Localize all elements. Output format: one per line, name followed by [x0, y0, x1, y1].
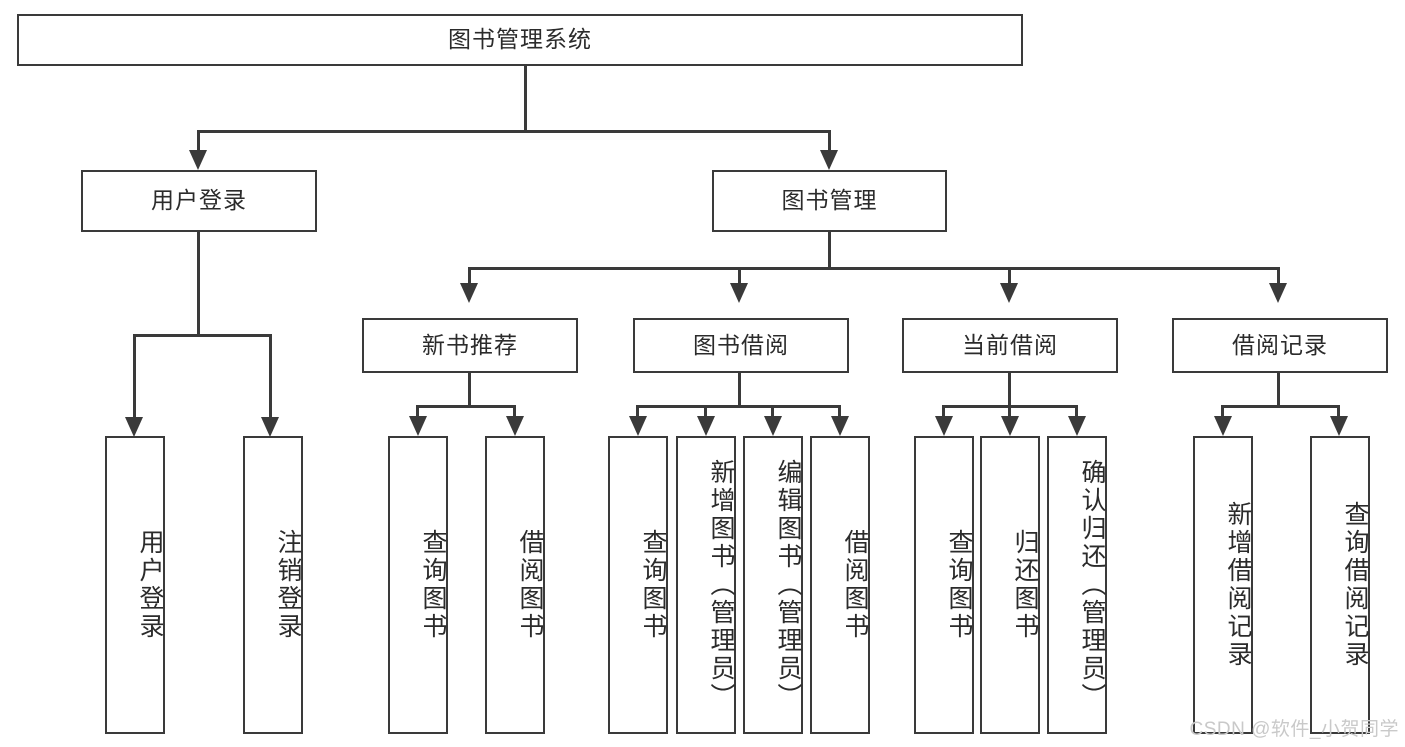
node-label: 确认归还（管理员）	[1078, 459, 1106, 711]
node-book-management-system[interactable]: 图书管理系统	[17, 14, 1023, 66]
node-label: 图书借阅	[693, 331, 789, 358]
node-label: 编辑图书（管理员）	[774, 459, 802, 711]
edge-book-manage-bar	[468, 267, 1280, 270]
edge-to-user-login	[197, 130, 200, 151]
edge-cb-stem	[1008, 373, 1011, 407]
node-leaf-borrow-book-2[interactable]: 借阅图书	[810, 436, 870, 734]
node-label: 查询图书	[945, 529, 973, 641]
edge-nbr-drop-2	[513, 405, 516, 419]
arrow-to-user-login	[189, 150, 207, 170]
edge-br-stem	[1277, 373, 1280, 407]
node-label: 当前借阅	[962, 331, 1058, 358]
arrow-leaf-return-book	[1001, 416, 1019, 436]
node-label: 新增图书（管理员）	[707, 459, 735, 711]
node-leaf-return-book[interactable]: 归还图书	[980, 436, 1040, 734]
node-leaf-borrow-book-1[interactable]: 借阅图书	[485, 436, 545, 734]
node-label: 归还图书	[1011, 529, 1039, 641]
node-leaf-add-book[interactable]: 新增图书（管理员）	[676, 436, 736, 734]
arrow-leaf-query-book-1	[409, 416, 427, 436]
node-leaf-edit-book[interactable]: 编辑图书（管理员）	[743, 436, 803, 734]
node-label: 查询图书	[419, 529, 447, 641]
arrow-leaf-borrow-book-1	[506, 416, 524, 436]
node-leaf-confirm-return[interactable]: 确认归还（管理员）	[1047, 436, 1107, 734]
node-leaf-query-book-2[interactable]: 查询图书	[608, 436, 668, 734]
edge-bb-drop-1	[636, 405, 639, 419]
edge-user-login-drop-1	[133, 334, 136, 419]
node-label: 用户登录	[151, 187, 247, 214]
edge-cb-drop-3	[1075, 405, 1078, 419]
node-label: 查询借阅记录	[1341, 501, 1369, 669]
arrow-leaf-user-logout	[261, 417, 279, 437]
arrow-leaf-user-login	[125, 417, 143, 437]
node-current-borrow[interactable]: 当前借阅	[902, 318, 1118, 373]
edge-user-login-drop-2	[269, 334, 272, 419]
edge-user-login-bar	[133, 334, 272, 337]
node-new-book-recommend[interactable]: 新书推荐	[362, 318, 578, 373]
arrow-leaf-query-book-3	[935, 416, 953, 436]
node-leaf-user-login[interactable]: 用户登录	[105, 436, 165, 734]
edge-nbr-bar	[416, 405, 515, 408]
arrow-leaf-add-record	[1214, 416, 1232, 436]
edge-book-manage-stem	[828, 232, 831, 270]
edge-bm-drop-4	[1277, 267, 1280, 285]
node-label: 注销登录	[274, 529, 302, 641]
node-borrow-record[interactable]: 借阅记录	[1172, 318, 1388, 373]
edge-to-book-manage	[828, 130, 831, 151]
arrow-leaf-edit-book	[764, 416, 782, 436]
watermark-text: CSDN @软件_小贺同学	[1189, 719, 1399, 740]
edge-root-stem	[524, 66, 527, 132]
arrow-to-current-borrow	[1000, 283, 1018, 303]
node-book-management[interactable]: 图书管理	[712, 170, 947, 232]
edge-cb-drop-2	[1008, 405, 1011, 419]
node-book-borrow[interactable]: 图书借阅	[633, 318, 849, 373]
node-label: 图书管理系统	[448, 26, 592, 53]
arrow-leaf-query-book-2	[629, 416, 647, 436]
edge-br-drop-1	[1221, 405, 1224, 419]
edge-bb-drop-4	[838, 405, 841, 419]
edge-cb-drop-1	[942, 405, 945, 419]
edge-nbr-drop-1	[416, 405, 419, 419]
arrow-to-new-book-recommend	[460, 283, 478, 303]
arrow-to-book-borrow	[730, 283, 748, 303]
node-leaf-query-record[interactable]: 查询借阅记录	[1310, 436, 1370, 734]
node-leaf-query-book-3[interactable]: 查询图书	[914, 436, 974, 734]
edge-root-bar	[197, 130, 830, 133]
node-label: 借阅图书	[516, 529, 544, 641]
edge-user-login-stem	[197, 232, 200, 336]
node-leaf-add-record[interactable]: 新增借阅记录	[1193, 436, 1253, 734]
edge-bb-drop-2	[704, 405, 707, 419]
node-label: 新增借阅记录	[1224, 501, 1252, 669]
edge-bb-drop-3	[771, 405, 774, 419]
edge-bm-drop-1	[468, 267, 471, 285]
node-label: 借阅图书	[841, 529, 869, 641]
edge-bm-drop-3	[1008, 267, 1011, 285]
edge-bb-stem	[738, 373, 741, 407]
arrow-to-borrow-record	[1269, 283, 1287, 303]
node-leaf-query-book-1[interactable]: 查询图书	[388, 436, 448, 734]
node-label: 借阅记录	[1232, 331, 1328, 358]
arrow-leaf-add-book	[697, 416, 715, 436]
edge-bm-drop-2	[738, 267, 741, 285]
node-label: 图书管理	[781, 187, 878, 214]
node-leaf-user-logout[interactable]: 注销登录	[243, 436, 303, 734]
edge-br-drop-2	[1337, 405, 1340, 419]
arrow-to-book-manage	[820, 150, 838, 170]
node-label: 用户登录	[136, 529, 164, 641]
arrow-leaf-borrow-book-2	[831, 416, 849, 436]
edge-br-bar	[1221, 405, 1339, 408]
node-label: 新书推荐	[422, 331, 518, 358]
arrow-leaf-query-record	[1330, 416, 1348, 436]
node-label: 查询图书	[639, 529, 667, 641]
arrow-leaf-confirm-return	[1068, 416, 1086, 436]
edge-nbr-stem	[468, 373, 471, 407]
node-user-login[interactable]: 用户登录	[81, 170, 317, 232]
edge-bb-bar	[636, 405, 840, 408]
